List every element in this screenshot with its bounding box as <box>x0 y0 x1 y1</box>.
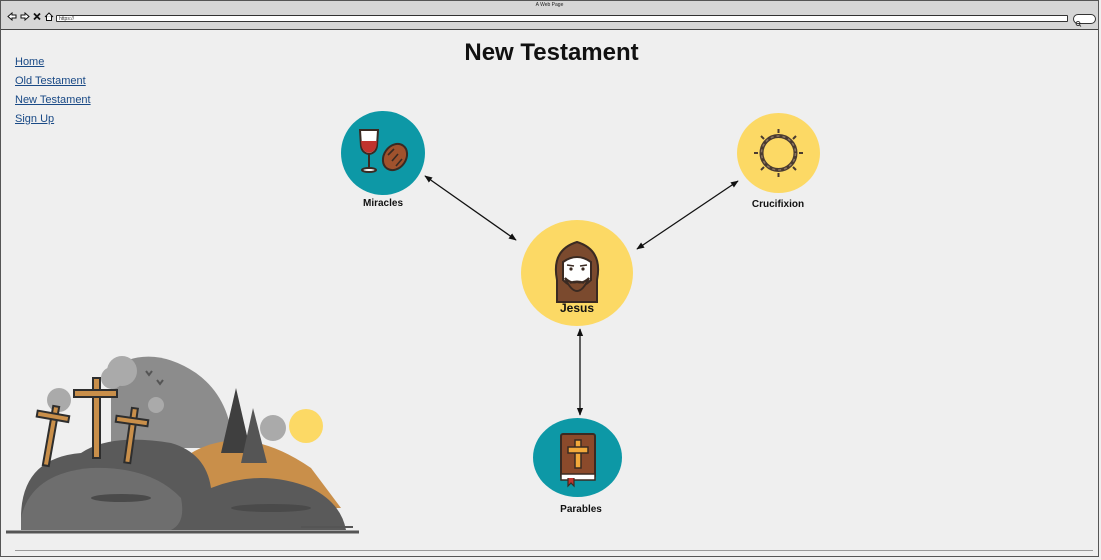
sidebar-nav: Home Old Testament New Testament Sign Up <box>15 56 91 132</box>
arrow-miracles-jesus <box>424 175 517 241</box>
arrow-crucifixion-jesus <box>636 180 739 250</box>
parables-node[interactable] <box>533 418 622 497</box>
forward-icon[interactable] <box>20 12 30 21</box>
url-input[interactable]: https:// <box>56 15 1068 22</box>
nav-link-sign-up[interactable]: Sign Up <box>15 113 55 125</box>
footer-divider <box>15 550 1093 551</box>
search-field[interactable] <box>1073 14 1096 27</box>
page-title: New Testament <box>464 39 639 66</box>
browser-chrome: A Web Page https:// <box>1 1 1098 30</box>
wine-bread-icon <box>358 129 409 173</box>
crucifixion-label: Crucifixion <box>751 199 805 210</box>
miracles-node[interactable] <box>341 111 425 195</box>
back-icon[interactable] <box>7 12 17 21</box>
close-icon[interactable] <box>33 12 41 21</box>
jesus-node[interactable] <box>521 220 633 326</box>
nav-link-home[interactable]: Home <box>15 56 45 68</box>
parables-label: Parables <box>560 504 602 515</box>
calvary-hill-illustration <box>6 356 359 534</box>
nav-link-old-testament[interactable]: Old Testament <box>15 75 86 87</box>
crucifixion-node[interactable] <box>737 113 820 193</box>
crown-of-thorns-icon <box>754 129 803 177</box>
jesus-label: Jesus <box>559 301 595 315</box>
bible-icon <box>560 433 596 488</box>
window-title: A Web Page <box>535 2 564 8</box>
nav-link-new-testament[interactable]: New Testament <box>15 94 91 106</box>
miracles-label: Miracles <box>362 198 404 209</box>
home-icon[interactable] <box>44 12 54 21</box>
jesus-icon <box>555 240 599 303</box>
